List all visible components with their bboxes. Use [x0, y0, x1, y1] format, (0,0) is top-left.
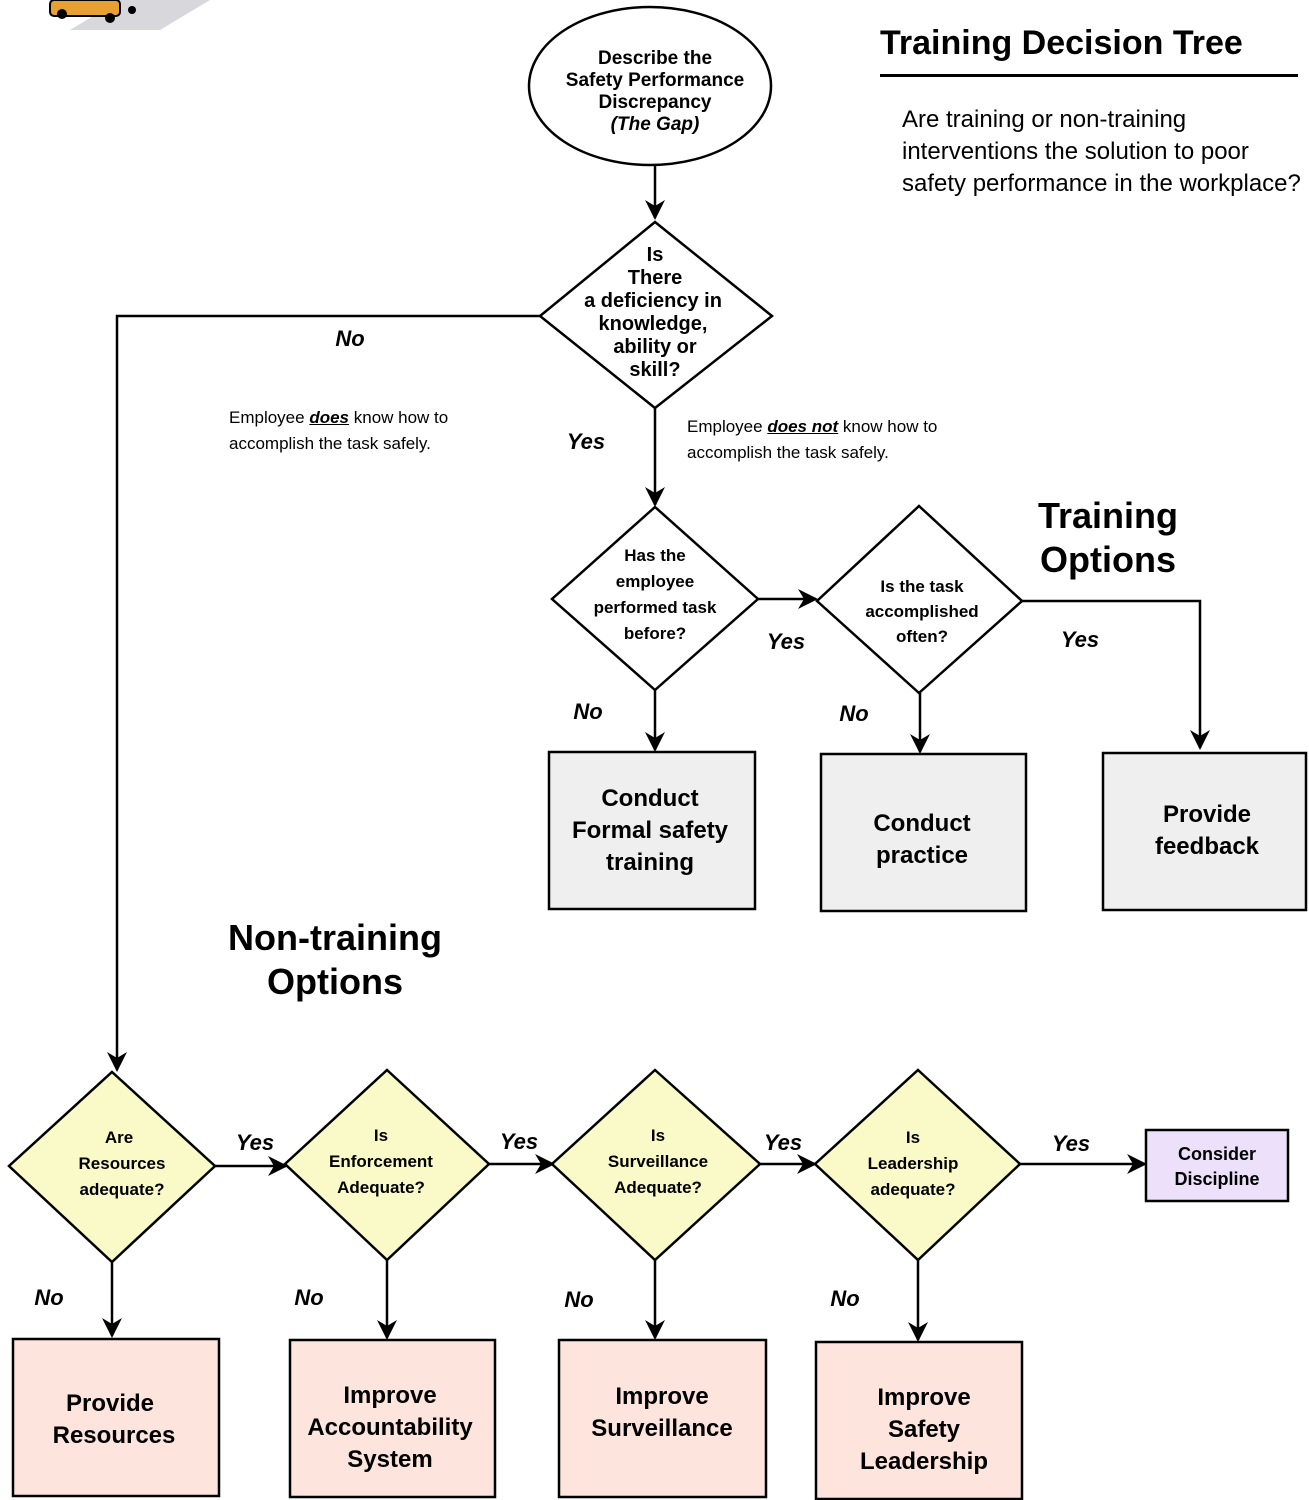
decision-leadership: Is Leadership adequate?	[813, 1068, 1022, 1262]
title-underline	[880, 74, 1298, 77]
svg-text:Enforcement: Enforcement	[329, 1152, 433, 1171]
training-options-heading: Training Options	[1037, 495, 1178, 580]
svg-text:Has the: Has the	[624, 546, 685, 565]
svg-text:Resources: Resources	[53, 1422, 176, 1449]
label-no: No	[830, 1286, 859, 1311]
box-formal-training: Conduct Formal safety training	[547, 750, 757, 911]
label-no: No	[564, 1287, 593, 1312]
svg-text:Is: Is	[906, 1128, 920, 1147]
start-node: Describe the Safety Performance Discrepa…	[527, 5, 773, 167]
svg-text:Leadership: Leadership	[868, 1154, 959, 1173]
svg-text:Is the task: Is the task	[880, 577, 964, 596]
svg-text:accomplished: accomplished	[865, 602, 978, 621]
page-title: Training Decision Tree	[880, 24, 1243, 62]
svg-text:practice: practice	[876, 842, 968, 869]
svg-text:knowledge,: knowledge,	[599, 313, 708, 335]
forklift-clipart-icon	[49, 0, 210, 30]
svg-text:ability or: ability or	[613, 336, 697, 358]
svg-text:System: System	[347, 1446, 432, 1473]
label-no: No	[573, 699, 602, 724]
box-improve-surveillance: Improve Surveillance	[557, 1338, 768, 1499]
svg-text:employee: employee	[616, 572, 694, 591]
svg-text:Improve: Improve	[877, 1384, 970, 1411]
box-consider-discipline: Consider Discipline	[1144, 1128, 1290, 1203]
svg-text:Is: Is	[651, 1126, 665, 1145]
svg-text:Provide: Provide	[66, 1390, 154, 1417]
label-yes: Yes	[500, 1129, 538, 1154]
decision-task-often: Is the task accomplished often?	[815, 504, 1024, 695]
svg-text:Safety Performance: Safety Performance	[566, 70, 744, 91]
svg-text:(The Gap): (The Gap)	[611, 114, 700, 135]
decision-enforcement: Is Enforcement Adequate?	[283, 1068, 491, 1262]
svg-text:Adequate?: Adequate?	[614, 1178, 702, 1197]
svg-text:a deficiency in: a deficiency in	[584, 290, 722, 312]
label-no: No	[335, 326, 364, 351]
box-improve-accountability: Improve Accountability System	[288, 1338, 497, 1499]
label-yes: Yes	[236, 1130, 274, 1155]
svg-text:Is: Is	[647, 244, 664, 266]
edge-labels: No Yes Yes Yes No No Yes Yes Yes Yes No …	[34, 326, 1099, 1312]
svg-text:Leadership: Leadership	[860, 1448, 988, 1475]
svg-text:Safety: Safety	[888, 1416, 961, 1443]
label-yes: Yes	[767, 629, 805, 654]
note-employee-does-not-know: Employee does not know how to accomplish…	[687, 417, 938, 462]
page-subtitle: Are training or non-training interventio…	[902, 106, 1301, 197]
label-yes: Yes	[1052, 1131, 1090, 1156]
svg-text:adequate?: adequate?	[870, 1180, 955, 1199]
svg-text:Surveillance: Surveillance	[608, 1152, 708, 1171]
connector-lines	[102, 165, 1210, 1342]
svg-text:Describe the: Describe the	[598, 48, 712, 69]
svg-text:Consider: Consider	[1178, 1144, 1256, 1164]
svg-text:Conduct: Conduct	[873, 810, 970, 837]
decision-resources: Are Resources adequate?	[7, 1070, 217, 1264]
label-yes: Yes	[764, 1130, 802, 1155]
decision-performed-before: Has the employee performed task before?	[550, 505, 760, 692]
svg-text:adequate?: adequate?	[79, 1180, 164, 1199]
svg-text:Resources: Resources	[79, 1154, 166, 1173]
label-no: No	[34, 1285, 63, 1310]
svg-text:often?: often?	[896, 627, 948, 646]
label-no: No	[839, 701, 868, 726]
svg-text:Provide: Provide	[1163, 801, 1251, 828]
svg-text:Are: Are	[105, 1128, 133, 1147]
label-no: No	[294, 1285, 323, 1310]
box-conduct-practice: Conduct practice	[819, 752, 1028, 913]
svg-text:skill?: skill?	[629, 359, 680, 381]
svg-text:performed task: performed task	[594, 598, 717, 617]
nontraining-options-heading: Non-training Options	[228, 917, 442, 1002]
svg-text:before?: before?	[624, 624, 686, 643]
label-yes: Yes	[567, 429, 605, 454]
box-provide-resources: Provide Resources	[11, 1337, 221, 1498]
svg-text:training: training	[606, 849, 694, 876]
svg-text:Improve: Improve	[615, 1383, 708, 1410]
svg-text:Conduct: Conduct	[601, 785, 698, 812]
svg-text:Accountability: Accountability	[307, 1414, 473, 1441]
svg-text:Surveillance: Surveillance	[591, 1415, 732, 1442]
svg-text:Improve: Improve	[343, 1382, 436, 1409]
svg-text:Adequate?: Adequate?	[337, 1178, 425, 1197]
decision-deficiency: Is There a deficiency in knowledge, abil…	[538, 220, 775, 410]
svg-text:Discipline: Discipline	[1174, 1169, 1259, 1189]
svg-text:Formal safety: Formal safety	[572, 817, 729, 844]
box-provide-feedback: Provide feedback	[1101, 751, 1308, 912]
svg-text:Discrepancy: Discrepancy	[598, 92, 711, 113]
box-improve-leadership: Improve Safety Leadership	[814, 1340, 1024, 1500]
note-employee-does-know: Employee does know how to accomplish the…	[229, 408, 449, 453]
label-yes: Yes	[1061, 627, 1099, 652]
svg-text:Is: Is	[374, 1126, 388, 1145]
svg-text:feedback: feedback	[1155, 833, 1260, 860]
decision-surveillance: Is Surveillance Adequate?	[550, 1068, 762, 1262]
svg-text:There: There	[628, 267, 682, 289]
